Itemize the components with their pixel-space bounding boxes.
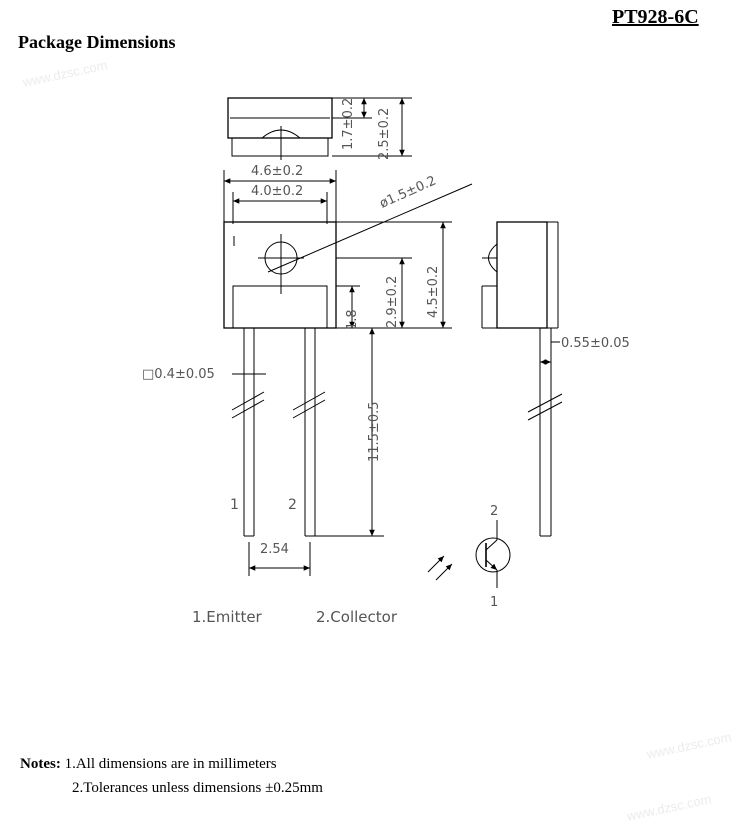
notes-block: Notes: 1.All dimensions are in millimete… [20,752,323,796]
dim-body-height: 4.5±0.2 [426,266,441,318]
top-view [227,97,333,160]
dim-height-top: 1.7±0.2 [341,98,356,150]
dim-height-total: 2.5±0.2 [377,108,392,160]
front-view [223,221,337,329]
dim-base-height: 1.8 [345,309,360,330]
note-2: 2.Tolerances unless dimensions ±0.25mm [72,780,323,796]
notes-label: Notes: [20,756,61,772]
lead-1 [231,328,265,537]
pin-label-2: 2 [288,497,297,513]
dim-lens-center-height: 2.9±0.2 [385,276,400,328]
dim-lead-pitch: 2.54 [260,542,289,557]
dim-lead-length: 11.5±0.5 [367,401,382,462]
side-lead [527,328,563,537]
part-number: PT928-6C [612,6,699,28]
symbol-pin-2: 2 [490,504,498,519]
dim-lens-diameter: ø1.5±0.2 [378,173,439,211]
pin-label-1: 1 [230,497,239,513]
side-view [481,221,559,329]
section-heading: Package Dimensions [18,32,176,52]
note-1: 1.All dimensions are in millimeters [64,756,277,772]
phototransistor-symbol [427,520,511,588]
lead-2 [292,328,326,537]
legend-emitter: 1.Emitter [192,608,263,626]
dim-width-outer: 4.6±0.2 [251,164,303,179]
symbol-pin-1: 1 [490,595,498,610]
legend-collector: 2.Collector [316,608,398,626]
dim-lead-thickness: 0.55±0.05 [561,336,630,351]
dim-lead-square: □0.4±0.05 [142,367,215,382]
dim-width-inner: 4.0±0.2 [251,184,303,199]
